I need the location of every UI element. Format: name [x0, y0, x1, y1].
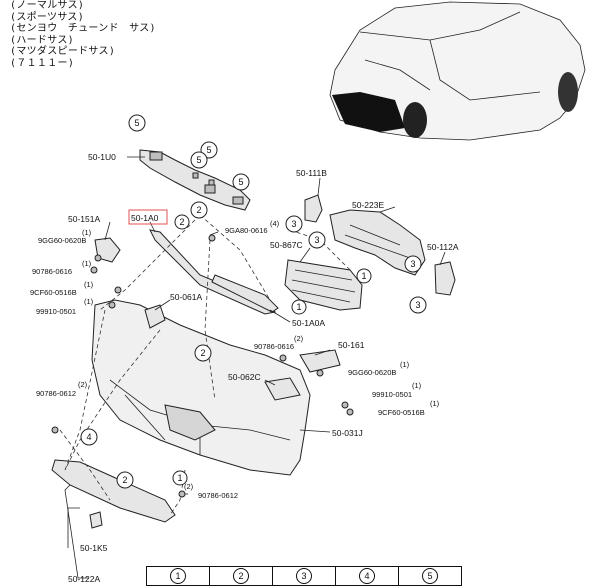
label-90786-0612: 90786-0612: [198, 491, 238, 500]
label-9gg60-0620b: 9GG60-0620B: [38, 236, 86, 245]
qty: (1): [400, 360, 410, 369]
qty: (1): [82, 259, 92, 268]
header-line: (センヨウ チューンド サス): [10, 23, 156, 34]
bracket-50-061a: [144, 304, 166, 329]
callout-3: 3: [291, 219, 296, 229]
part-50-111b: [304, 194, 323, 223]
header-notes: (ノーマルサス) (スポーツサス) (センヨウ チューンド サス) (ハードサス…: [10, 0, 156, 69]
bracket-50-062c: [264, 377, 301, 401]
legend-num: 3: [296, 568, 312, 584]
legend-cell: 5: [398, 566, 462, 586]
callout-1: 1: [361, 271, 366, 281]
part-50-1k5: [89, 511, 103, 529]
highlight-box: [128, 209, 168, 225]
callout-3: 3: [415, 300, 420, 310]
leader-lines: [64, 156, 446, 579]
legend-num: 1: [170, 568, 186, 584]
callout-5: 5: [206, 145, 211, 155]
legend-cell: 4: [335, 566, 398, 586]
label-50-061a: 50-061A: [170, 292, 202, 302]
legend-cell: 1: [146, 566, 209, 586]
label-50-223e: 50-223E: [352, 200, 384, 210]
qty: (2): [78, 380, 88, 389]
legend-cell: 2: [209, 566, 272, 586]
label-50-122a: 50-122A: [68, 574, 100, 584]
callouts: 5 5 5 5 2 3 3 2 1 3 3 1 2 4 2 1: [80, 114, 427, 489]
callout-5: 5: [196, 155, 201, 165]
grille-50-867c: [284, 259, 363, 311]
label-90786-0612: 90786-0612: [36, 389, 76, 398]
label-50-1k5: 50-1K5: [80, 543, 108, 553]
spoiler-50-122a: [51, 459, 176, 523]
part-labels: 50-1U0 50-111B 50-223E 50-151A 50-1A0 9G…: [30, 152, 459, 584]
header-line: (スポーツサス): [10, 11, 85, 23]
label-50-112a: 50-112A: [427, 242, 459, 252]
label-9cf60-0516b: 9CF60-0516B: [378, 408, 425, 417]
moulding-50-1a0a: [211, 274, 279, 313]
label-50-111b: 50-111B: [296, 168, 327, 178]
label-99910-0501: 99910-0501: [372, 390, 412, 399]
callout-2: 2: [179, 217, 184, 227]
header-line: (マツダスピードサス): [10, 46, 116, 57]
legend-cell: 3: [272, 566, 335, 586]
callout-3: 3: [410, 259, 415, 269]
label-50-161: 50-161: [338, 340, 365, 350]
qty: (1): [82, 228, 92, 237]
label-9ga80-0616: 9GA80-0616: [225, 226, 268, 235]
callout-5: 5: [134, 118, 139, 128]
qty: (1): [84, 280, 94, 289]
bumper-50-031j: [91, 299, 311, 476]
bracket-50-223e: [329, 209, 426, 276]
callout-1: 1: [296, 302, 301, 312]
legend-num: 4: [359, 568, 375, 584]
label-90786-0616: 90786-0616: [254, 342, 294, 351]
qty: (1): [84, 297, 94, 306]
callout-3: 3: [314, 235, 319, 245]
label-50-1a0a: 50-1A0A: [292, 318, 325, 328]
callout-4: 4: [86, 432, 91, 442]
label-50-151a: 50-151A: [68, 214, 100, 224]
label-90786-0616: 90786-0616: [32, 267, 72, 276]
qty: (1): [412, 381, 422, 390]
clip: [208, 179, 215, 186]
part-50-112a: [434, 261, 456, 296]
header-line: (７１１１ー): [10, 57, 75, 69]
label-50-1u0: 50-1U0: [88, 152, 116, 162]
header-line: (ハードサス): [10, 34, 74, 46]
label-50-1a0: 50-1A0: [131, 213, 159, 223]
label-50-867c: 50-867C: [270, 240, 303, 250]
bracket-50-161: [299, 349, 341, 373]
upper-bracket-50-1u0: [139, 149, 251, 211]
header-line: (ノーマルサス): [10, 0, 85, 11]
label-9cf60-0516b: 9CF60-0516B: [30, 288, 77, 297]
label-50-062c: 50-062C: [228, 372, 261, 382]
qty: (4): [270, 219, 280, 228]
fasteners: [51, 234, 354, 498]
label-9gg60-0620b: 9GG60-0620B: [348, 368, 396, 377]
qty: (2): [294, 334, 304, 343]
label-50-031j: 50-031J: [332, 428, 363, 438]
callout-1: 1: [177, 473, 182, 483]
callout-2: 2: [122, 475, 127, 485]
callout-2: 2: [196, 205, 201, 215]
callout-2: 2: [200, 348, 205, 358]
clip: [192, 172, 199, 179]
qty: (2): [184, 482, 194, 491]
qty: (1): [430, 399, 440, 408]
label-99910-0501: 99910-0501: [36, 307, 76, 316]
car-thumbnail: [329, 1, 586, 141]
legend-num: 5: [422, 568, 438, 584]
callout-5: 5: [238, 177, 243, 187]
legend-num: 2: [233, 568, 249, 584]
callout-legend-table: 1 2 3 4 5: [146, 566, 462, 586]
